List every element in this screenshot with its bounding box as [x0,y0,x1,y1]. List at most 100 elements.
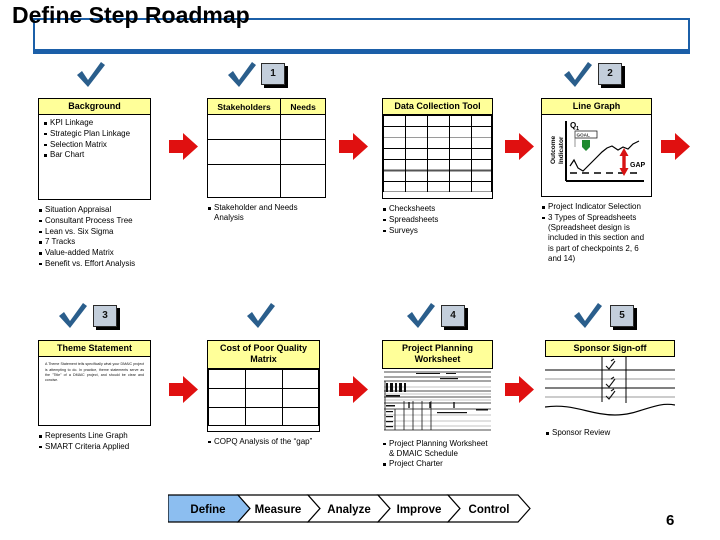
checkpoint-number-1: 1 [261,63,285,85]
phase-control[interactable] [446,494,531,523]
cell [280,114,326,140]
phase-label-improve: Improve [397,504,442,516]
checkmark-icon-theme [58,303,88,335]
tool-line-graph: Line Graph Outcome Indicator Q 1 GOAL [541,98,652,265]
flow-arrow-icon [339,133,368,165]
theme-statement-header: Theme Statement [39,341,150,358]
checkpoint-number-3: 3 [93,305,117,327]
tool-sponsor-signoff: Sponsor Sign-off Sponsor Rev [544,340,676,439]
tool-copq-matrix: Cost of Poor Quality Matrix COPQ Analysi… [207,340,320,447]
cell [206,164,282,198]
list-item: KPI Linkage [43,118,147,128]
phase-label-analyze: Analyze [327,504,370,516]
tool-data-collection: Data Collection Tool [382,98,493,236]
list-item: Represents Line Graph [38,431,151,441]
checkpoint-number-2: 2 [598,63,622,85]
data-collection-box: Data Collection Tool [382,98,493,200]
col-stakeholders: Stakeholders [206,98,282,115]
line-graph-gap-label: GAP [630,162,646,169]
list-item: Selection Matrix [43,140,147,150]
line-graph-y-label: Outcome [550,136,557,165]
sponsor-signoff-header: Sponsor Sign-off [545,340,675,358]
theme-statement-body: A Theme Statement tells specifically wha… [39,357,150,425]
cell [206,114,282,140]
project-planning-box: Project Planning Worksheet [382,340,493,436]
list-item: COPQ Analysis of the “gap” [207,437,320,447]
phase-label-define: Define [190,504,225,516]
project-planning-header: Project Planning Worksheet [382,340,493,369]
theme-statement-paragraph: A Theme Statement tells specifically wha… [45,362,144,383]
cell [280,139,326,165]
list-item: Checksheets [382,204,493,214]
data-collection-outer-bullets: Checksheets Spreadsheets Surveys [382,204,493,236]
theme-statement-outer-bullets: Represents Line Graph SMART Criteria App… [38,431,151,452]
sponsor-signoff-sheet [544,357,676,416]
sponsor-signoff-outer-bullets: Sponsor Review [545,428,675,438]
background-outer-bullets: Situation Appraisal Consultant Process T… [38,205,151,269]
slide-title-box [33,18,690,54]
list-item: 3 Types of Spreadsheets (Spreadsheet des… [541,213,652,264]
list-item: SMART Criteria Applied [38,442,151,452]
list-item: Project Charter [382,459,493,469]
list-item: Stakeholder and Needs Analysis [207,203,326,223]
phase-label-control: Control [469,504,510,516]
background-inner-bullets: KPI Linkage Strategic Plan Linkage Selec… [43,118,147,160]
tool-background: Background KPI Linkage Strategic Plan Li… [38,98,151,270]
data-collection-header: Data Collection Tool [383,99,492,116]
page-number: 6 [666,512,675,529]
checkmark-icon-sponsor [573,303,603,335]
svg-text:Indicator: Indicator [558,136,565,164]
copq-outer-bullets: COPQ Analysis of the “gap” [207,437,320,447]
list-item: Spreadsheets [382,215,493,225]
checkmark-icon-linegraph [563,62,593,94]
tool-stakeholders: Stakeholders Needs Stakeholder and Needs… [206,98,326,224]
flow-arrow-icon [169,133,198,165]
checkmark-icon-ppw [406,303,436,335]
phase-label-measure: Measure [255,504,302,516]
checkmark-icon-bg [76,62,106,94]
svg-text:1: 1 [576,126,579,132]
flow-arrow-icon [661,133,690,165]
checkpoint-number-4: 4 [441,305,465,327]
dmaic-phase-bar: Define Measure Analyze Improve Control [167,494,540,528]
list-item: Project Indicator Selection [541,202,652,212]
line-graph-box: Line Graph Outcome Indicator Q 1 GOAL [541,98,652,198]
tool-project-planning: Project Planning Worksheet [382,340,493,470]
background-body: KPI Linkage Strategic Plan Linkage Selec… [39,115,150,199]
list-item: Sponsor Review [545,428,675,438]
copq-box: Cost of Poor Quality Matrix [207,340,320,432]
line-graph-sketch: Outcome Indicator Q 1 GOAL [550,121,646,183]
table-row [206,114,326,140]
cell [280,164,326,198]
theme-statement-box: Theme Statement A Theme Statement tells … [38,340,151,427]
flow-arrow-icon [339,376,368,408]
line-graph-marker-label: GOAL [577,133,590,138]
list-item: 7 Tracks [38,237,151,247]
list-item: Project Planning Worksheet & DMAIC Sched… [382,439,493,459]
background-header: Background [39,99,150,116]
list-item: Benefit vs. Effort Analysis [38,259,151,269]
tool-theme-statement: Theme Statement A Theme Statement tells … [38,340,151,453]
list-item: Lean vs. Six Sigma [38,227,151,237]
background-box: Background KPI Linkage Strategic Plan Li… [38,98,151,201]
flow-arrow-icon [505,133,534,165]
list-item: Consultant Process Tree [38,216,151,226]
copq-grid [208,368,319,426]
table-header-row: Stakeholders Needs [206,98,326,115]
flow-arrow-icon [169,376,198,408]
col-needs: Needs [280,98,326,115]
list-item: Strategic Plan Linkage [43,129,147,139]
flow-arrow-icon [505,376,534,408]
cell [206,139,282,165]
page-title: Define Step Roadmap [12,2,250,28]
list-item: Surveys [382,226,493,236]
table-row [206,164,326,198]
stakeholders-table: Stakeholders Needs [206,98,326,198]
table-row [206,139,326,165]
line-graph-outer-bullets: Project Indicator Selection 3 Types of S… [541,202,652,264]
list-item: Value-added Matrix [38,248,151,258]
checkmark-icon-copq [246,303,276,335]
list-item: Bar Chart [43,150,147,160]
copq-header: Cost of Poor Quality Matrix [208,341,319,369]
